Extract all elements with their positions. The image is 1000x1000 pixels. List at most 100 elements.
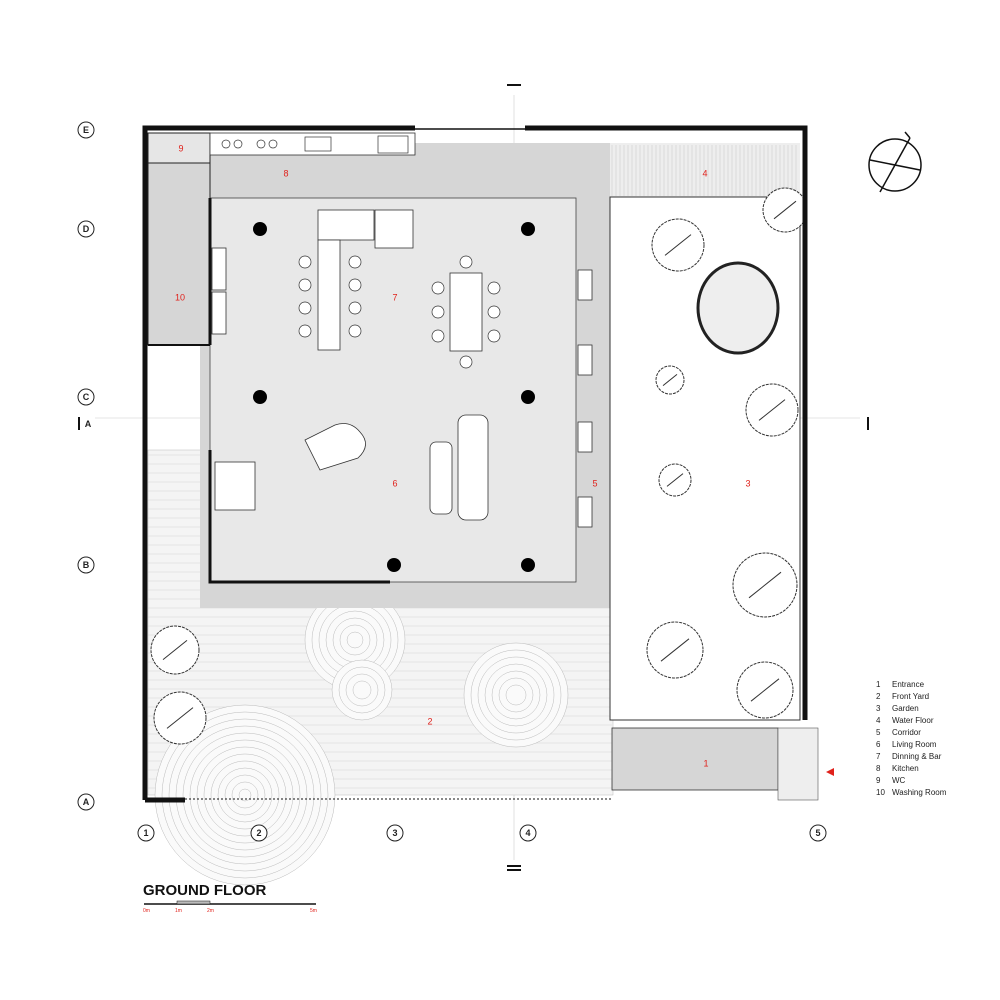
room-labels: 1 2 3 4 5 6 7 8 9 10 xyxy=(175,143,751,768)
svg-text:4: 4 xyxy=(876,716,881,725)
paving-circle xyxy=(470,649,562,741)
entrance xyxy=(611,727,779,791)
section-mark-label: A xyxy=(85,419,92,429)
furniture xyxy=(211,209,593,528)
tree-branch xyxy=(166,707,194,729)
water-floor-lines xyxy=(611,145,797,196)
tree-branch xyxy=(758,399,786,421)
grid-label-4: 4 xyxy=(525,828,530,838)
chair xyxy=(459,355,473,369)
svg-text:Front Yard: Front Yard xyxy=(892,692,929,701)
chair xyxy=(298,324,312,338)
paving-circle xyxy=(161,711,329,879)
dining-table xyxy=(449,272,483,352)
tree-branch xyxy=(662,374,678,386)
svg-text:5: 5 xyxy=(876,728,881,737)
svg-text:1: 1 xyxy=(876,680,881,689)
paving-circle xyxy=(182,732,308,858)
tree-branch xyxy=(162,640,188,660)
legend-item: 4 Water Floor xyxy=(876,716,934,725)
paving-circle xyxy=(189,739,301,851)
room-label-kitchen: 8 xyxy=(283,168,288,178)
grid-label-d: D xyxy=(83,224,90,234)
walls xyxy=(142,125,808,803)
paving-circle xyxy=(217,767,273,823)
chair xyxy=(487,329,501,343)
scale-label: 1m xyxy=(175,908,182,914)
svg-text:Dinning & Bar: Dinning & Bar xyxy=(892,752,942,761)
svg-text:8: 8 xyxy=(876,764,881,773)
sofa xyxy=(457,414,489,521)
chair xyxy=(298,301,312,315)
chair xyxy=(431,329,445,343)
entrance-porch xyxy=(777,727,819,801)
paving-circle xyxy=(203,753,287,837)
room-label-entrance: 1 xyxy=(703,758,708,768)
grid-label-e: E xyxy=(83,125,89,135)
chair xyxy=(431,281,445,295)
water-floor xyxy=(610,143,800,197)
north-arrow-icon xyxy=(868,131,922,193)
grid-bubbles xyxy=(77,121,827,842)
paving-circle xyxy=(346,631,364,649)
tree-branch xyxy=(666,473,684,487)
svg-text:Corridor: Corridor xyxy=(892,728,921,737)
legend-item: 2 Front Yard xyxy=(876,692,929,701)
room-label-dining-bar: 7 xyxy=(392,292,397,302)
living-dining-area xyxy=(209,197,577,583)
svg-text:Garden: Garden xyxy=(892,704,919,713)
room-label-wc: 9 xyxy=(178,143,183,153)
chair xyxy=(348,278,362,292)
chair xyxy=(431,305,445,319)
bar-counter-side xyxy=(317,239,341,351)
chair xyxy=(459,255,473,269)
fridge xyxy=(374,209,414,249)
paving-circle xyxy=(196,746,294,844)
grid-label-1: 1 xyxy=(143,828,148,838)
svg-text:Water Floor: Water Floor xyxy=(892,716,934,725)
tree-branch xyxy=(750,678,780,702)
scale-label: 2m xyxy=(207,908,214,914)
svg-text:Kitchen: Kitchen xyxy=(892,764,919,773)
stove-icon xyxy=(221,135,409,154)
svg-text:Washing Room: Washing Room xyxy=(892,788,947,797)
paving-circle xyxy=(345,673,379,707)
paving-circle xyxy=(231,781,259,809)
paving-circle xyxy=(210,760,280,830)
scale-label: 5m xyxy=(310,908,317,914)
sofa-side xyxy=(429,441,453,515)
chair xyxy=(348,301,362,315)
drawing-title: GROUND FLOOR xyxy=(143,882,266,899)
grid-label-3: 3 xyxy=(392,828,397,838)
paving-circle xyxy=(175,725,315,865)
chair xyxy=(348,324,362,338)
room-label-washing-room: 10 xyxy=(175,292,185,302)
entry-arrow-icon xyxy=(826,768,834,776)
paving-circle xyxy=(463,642,569,748)
paving-circle xyxy=(339,624,371,656)
pond xyxy=(696,261,780,355)
chair xyxy=(298,255,312,269)
tree-branch xyxy=(660,638,690,662)
chair xyxy=(487,281,501,295)
svg-text:3: 3 xyxy=(876,704,881,713)
section-marks xyxy=(78,84,869,871)
svg-text:2: 2 xyxy=(876,692,881,701)
grid-label-b: B xyxy=(83,560,90,570)
tree-branch xyxy=(748,571,782,599)
paving-circle xyxy=(477,656,555,734)
wc-room xyxy=(147,132,211,164)
tree-branch xyxy=(664,234,692,256)
kitchen-counter xyxy=(209,132,416,156)
room-label-water-floor: 4 xyxy=(702,168,707,178)
paving-circle xyxy=(352,680,372,700)
paving-circle xyxy=(331,659,393,721)
svg-text:10: 10 xyxy=(876,788,885,797)
paving-circle xyxy=(238,788,252,802)
grid-label-5: 5 xyxy=(815,828,820,838)
